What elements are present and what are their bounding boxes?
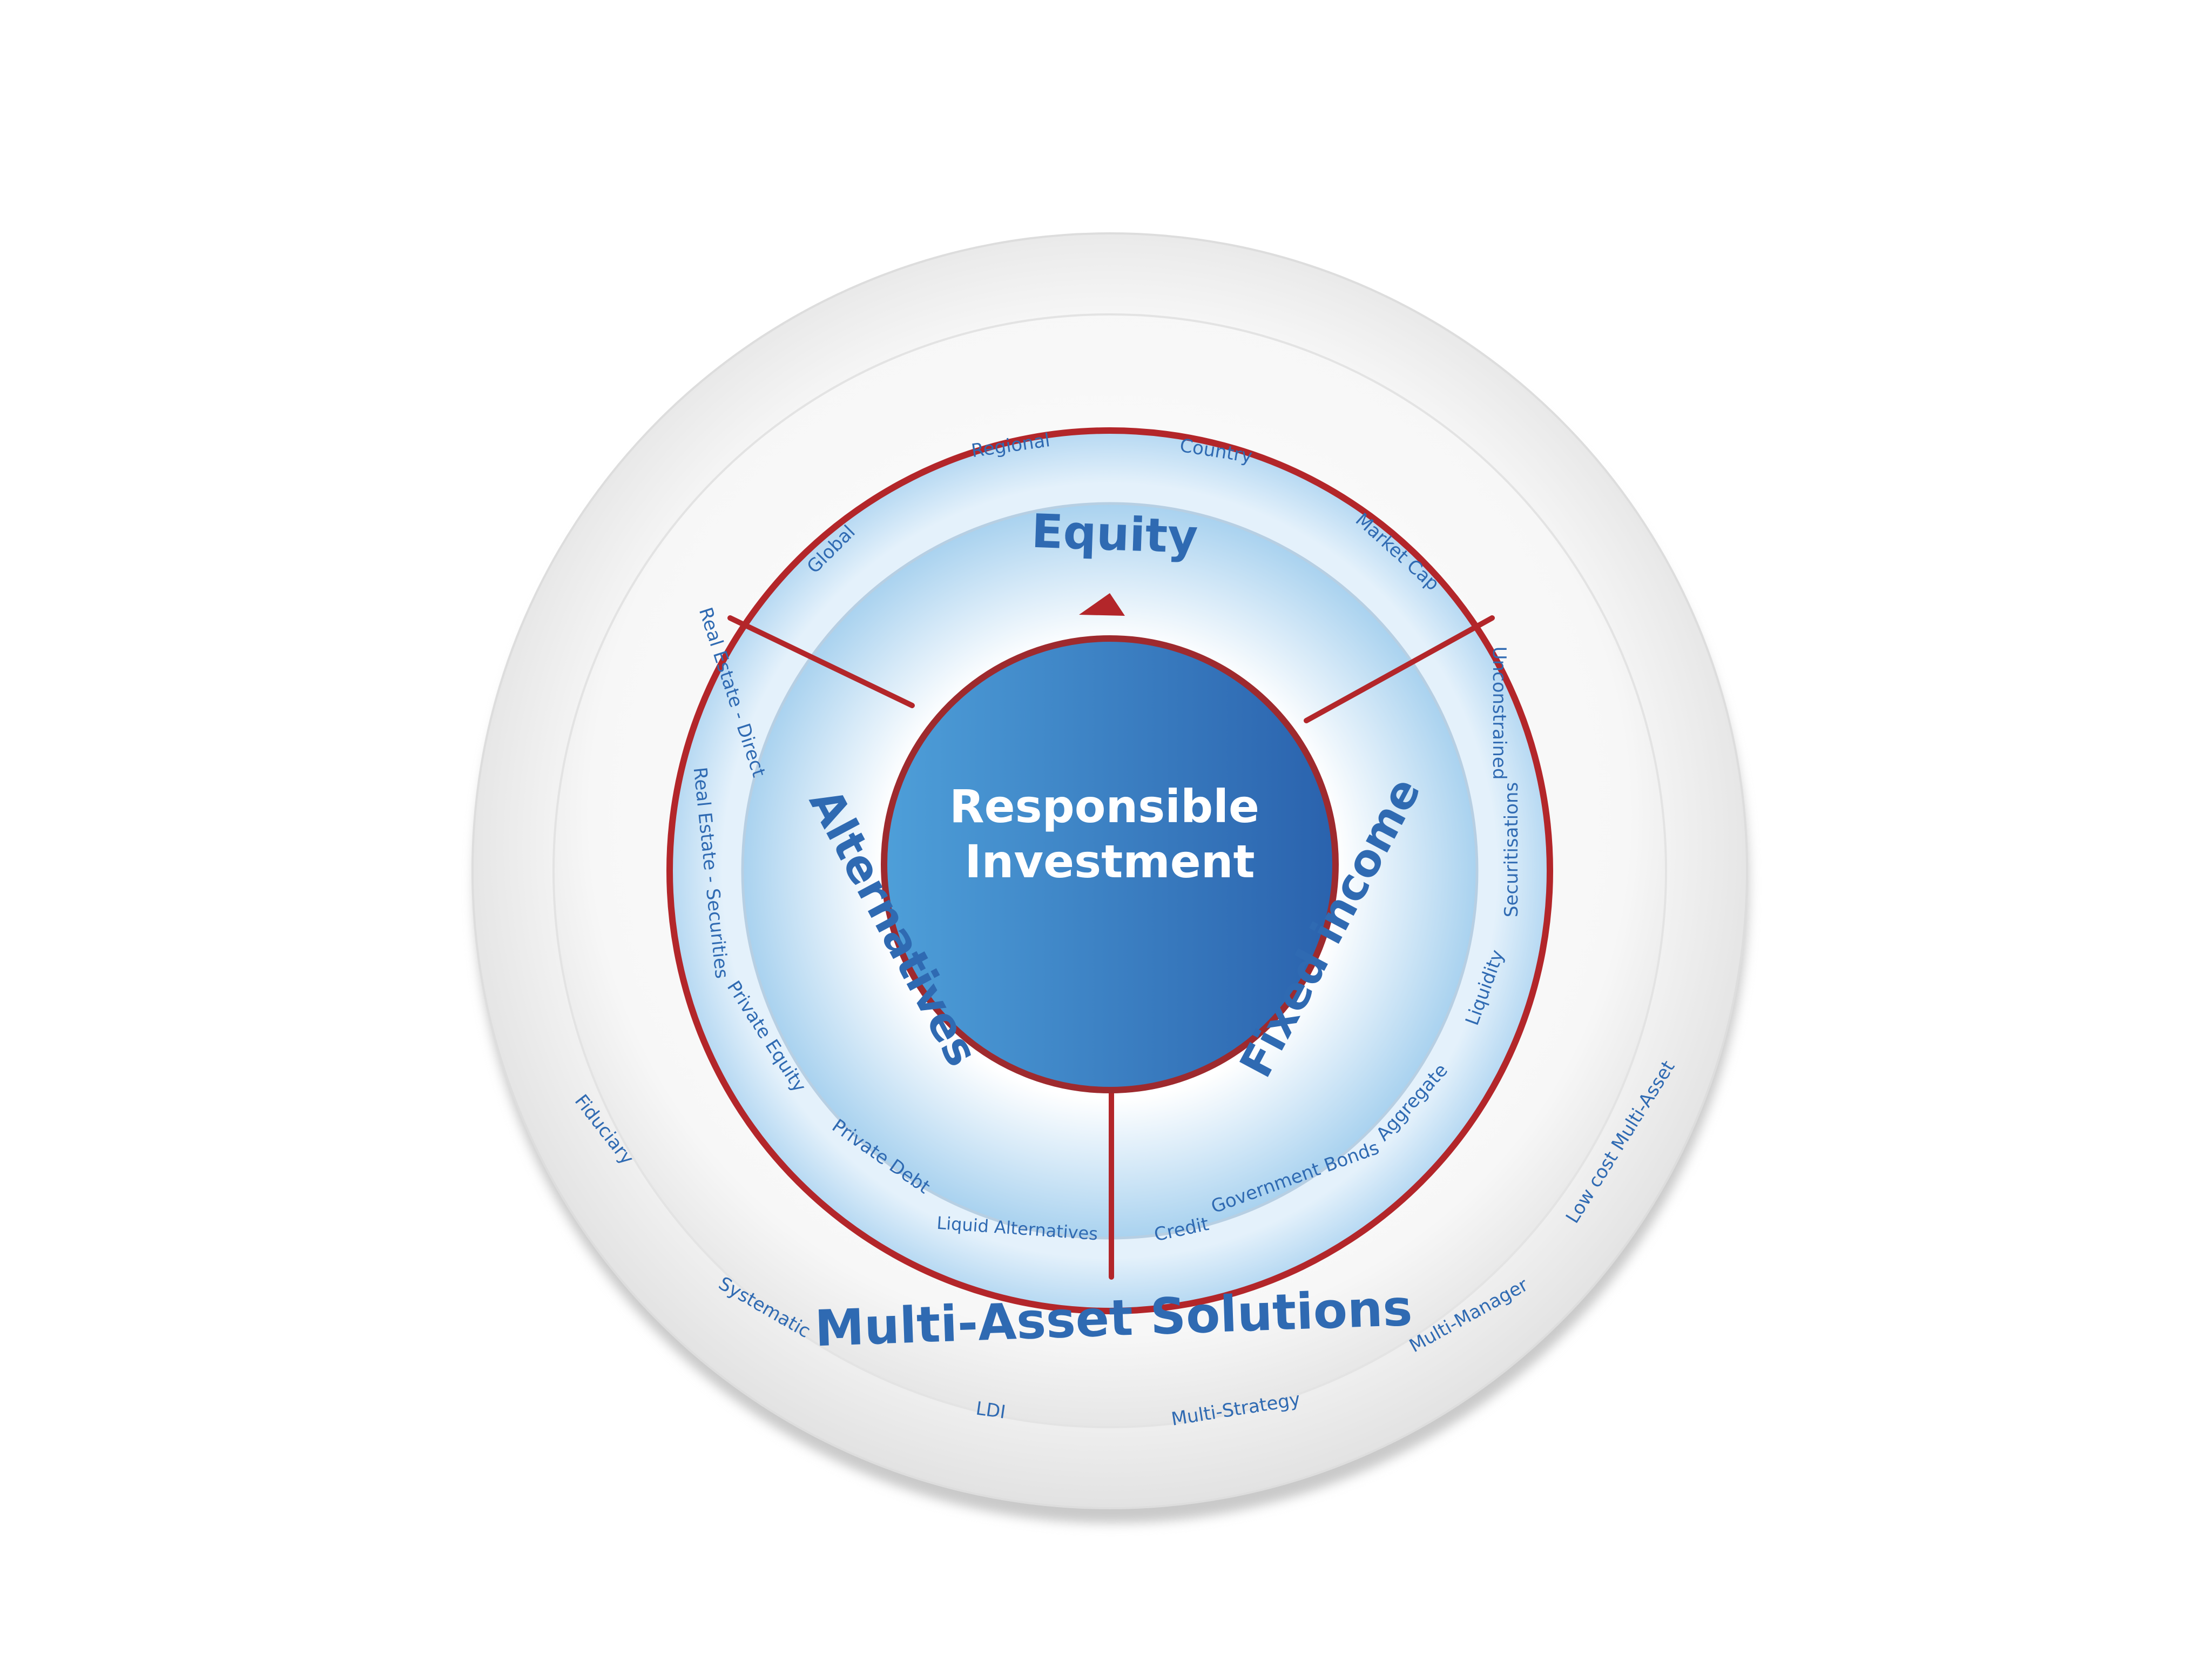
fixed-income-item-unconstrained: Unconstrained — [1488, 647, 1510, 780]
center-title-line2: Investment — [965, 835, 1255, 888]
divider-equity-fixed-income — [1304, 615, 1495, 723]
center-title-line1: Responsible — [949, 780, 1259, 833]
segment-dividers — [727, 615, 1495, 1280]
equity-title: Equity — [1030, 505, 1198, 564]
divider-equity-alternatives — [727, 615, 915, 708]
center-circle — [881, 593, 1339, 1093]
outer-disc-edge — [471, 232, 1748, 1509]
wheel-red-border — [666, 427, 1553, 1314]
fixed-income-item-securitisations: Securitisations — [1501, 782, 1522, 917]
center-pointer-top — [1079, 593, 1125, 616]
outer-item-ldi: LDI — [974, 1397, 1007, 1423]
